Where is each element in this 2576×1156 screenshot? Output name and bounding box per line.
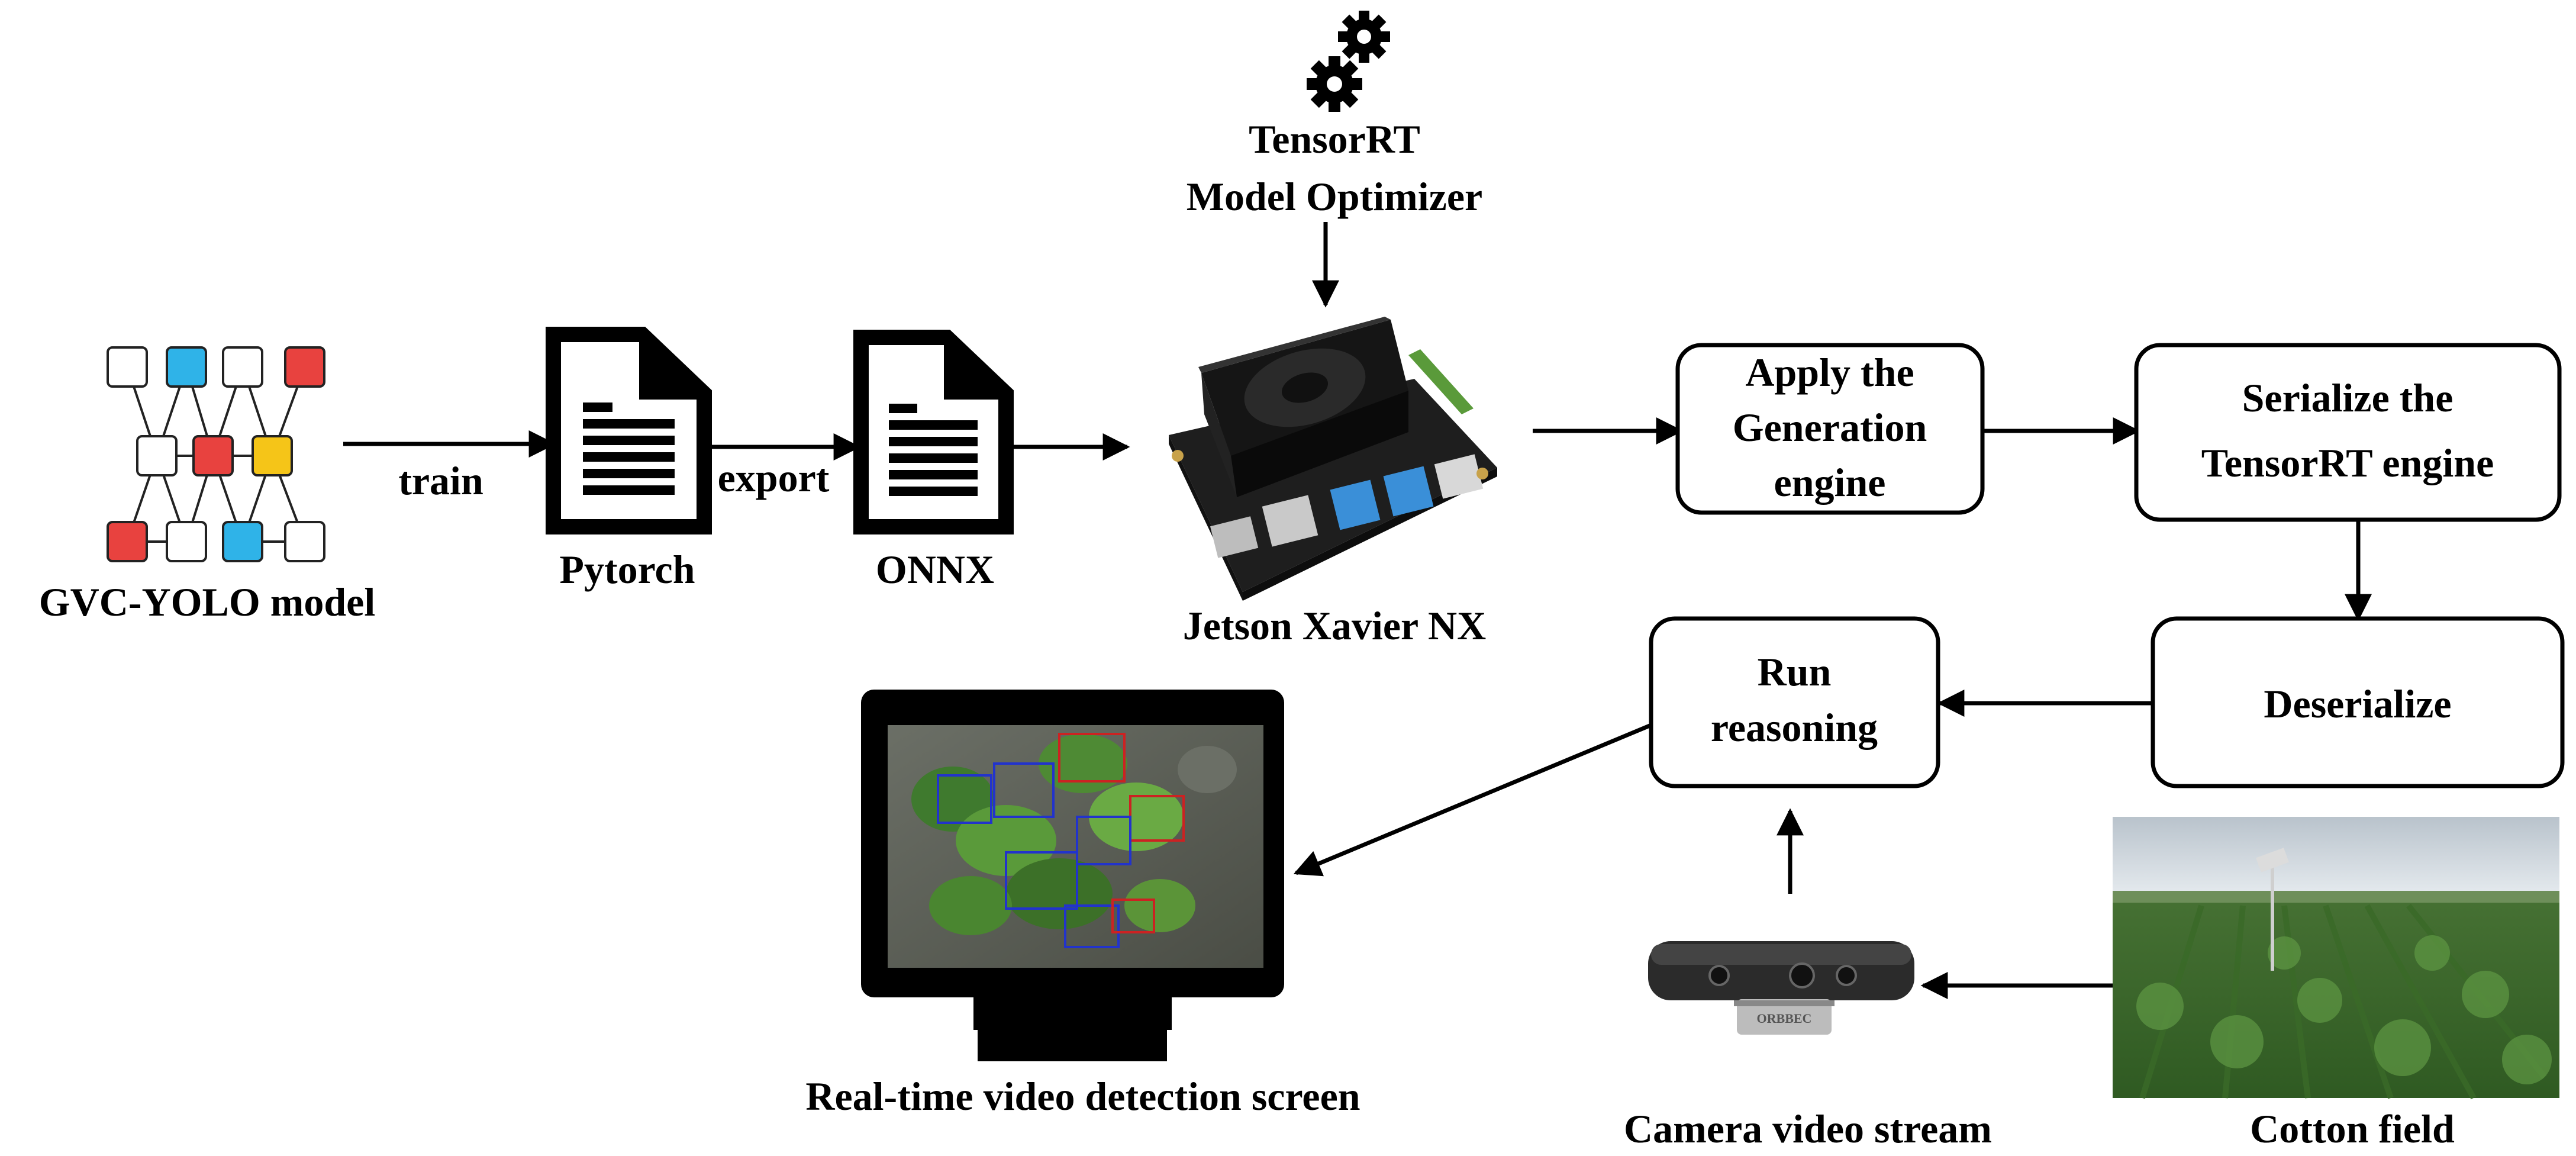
- document-icon: [853, 330, 1014, 534]
- tensorrt-label-line1: TensorRT: [1249, 117, 1420, 162]
- serialize-label-line2: TensorRT engine: [2201, 440, 2494, 485]
- tensorrt-label-line2: Model Optimizer: [1187, 174, 1482, 219]
- cotton-label: Cotton field: [2250, 1106, 2455, 1151]
- screen-label: Real-time video detection screen: [805, 1074, 1360, 1119]
- onnx-label: ONNX: [876, 547, 994, 592]
- serialize-engine-box: [2134, 343, 2562, 522]
- apply-generation-engine-box: [1675, 343, 1985, 515]
- gvc-yolo-label: GVC-YOLO model: [39, 579, 376, 624]
- export-label: export: [718, 455, 830, 500]
- run-reasoning-box: [1649, 616, 1940, 788]
- depth-camera-image: ORBBEC: [1648, 941, 1914, 1035]
- monitor-icon: [861, 690, 1284, 1061]
- network-model-icon: [107, 346, 325, 562]
- run-to-screen-arrow: [1293, 723, 1652, 877]
- serialize-label-line1: Serialize the: [2242, 375, 2454, 420]
- detection-frame-image: [888, 725, 1263, 968]
- run-label-line1: Run: [1758, 649, 1832, 694]
- camera-brand-text: ORBBEC: [1757, 1011, 1812, 1026]
- deserialize-box: [2151, 616, 2565, 788]
- document-icon: [546, 327, 712, 534]
- apply-label-line2: Generation: [1733, 405, 1927, 450]
- pytorch-label: Pytorch: [559, 547, 695, 592]
- jetson-label: Jetson Xavier NX: [1183, 603, 1486, 648]
- camera-label: Camera video stream: [1624, 1106, 1992, 1151]
- run-label-line2: reasoning: [1711, 705, 1878, 750]
- apply-label-line3: engine: [1774, 460, 1886, 505]
- jetson-board-image: [1169, 317, 1497, 601]
- train-label: train: [398, 458, 483, 503]
- cotton-field-photo: [2113, 817, 2559, 1100]
- apply-label-line1: Apply the: [1745, 350, 1914, 395]
- gear-icon: [1307, 11, 1390, 112]
- deserialize-label: Deserialize: [2264, 681, 2451, 726]
